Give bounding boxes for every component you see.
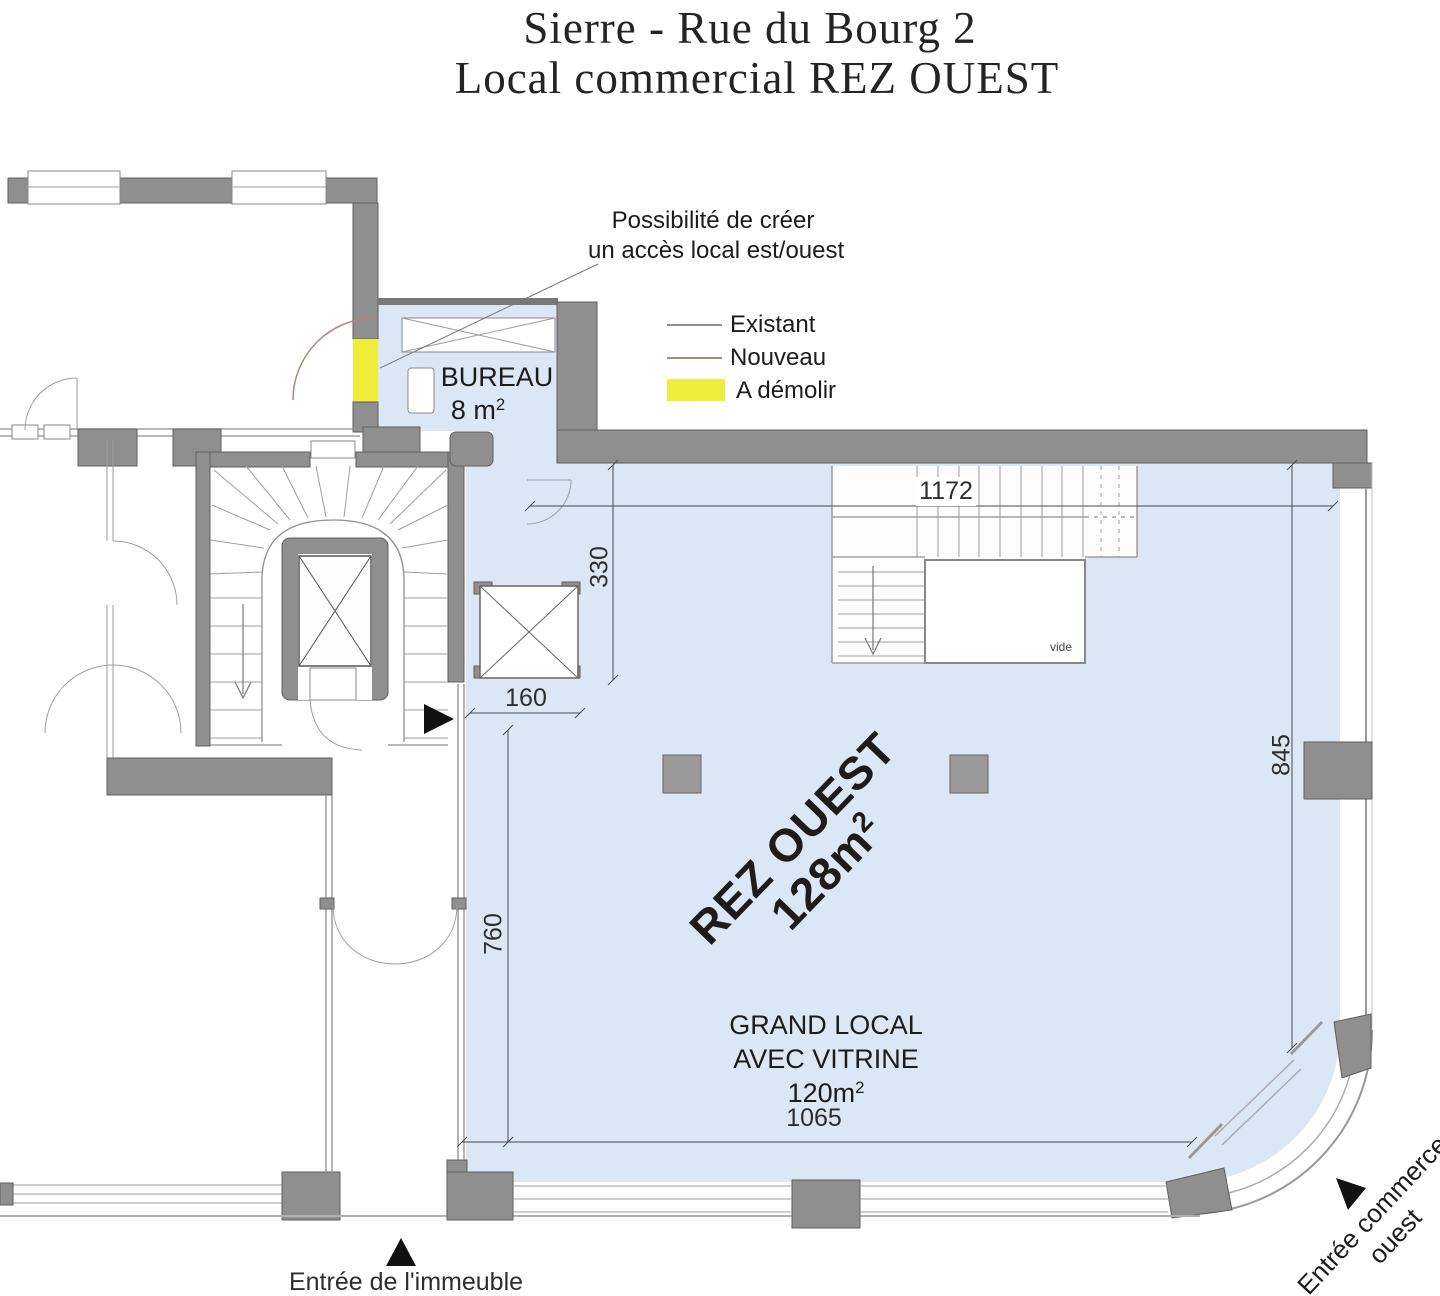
legend-nouveau-label: Nouveau (730, 344, 827, 371)
building-entrance-label: Entrée de l'immeuble (288, 1268, 524, 1296)
access-annotation-line2: un accès local est/ouest (588, 237, 845, 264)
legend-existant-label: Existant (730, 311, 816, 338)
radiator (407, 367, 435, 414)
entrance-pillar (281, 1171, 341, 1221)
grand-local-area: 120m2 (787, 1077, 865, 1109)
annotation-callout-line (379, 263, 599, 369)
upper-staircase (831, 466, 1138, 664)
right-window (1303, 463, 1373, 1030)
commerce-entrance-arrow-icon (1336, 1178, 1366, 1210)
legend-demolir-swatch (667, 379, 725, 401)
grand-local-label: GRAND LOCAL AVEC VITRINE 120m2 (729, 1008, 923, 1110)
bureau-area-label: 8 m2 (450, 395, 506, 426)
legend-demolir-label: A démolir (736, 377, 837, 404)
legend-graphics (379, 263, 725, 401)
rez-ouest-floor (466, 463, 1340, 1182)
stair-direction-arrow (864, 566, 882, 656)
stair-railing (261, 519, 405, 742)
wall-to-demolish (353, 339, 378, 402)
plan-title-line2: Local commercial REZ OUEST (454, 53, 1060, 103)
access-annotation-line1: Possibilité de créer (611, 207, 815, 234)
building-entrance-arrow-icon (386, 1238, 416, 1266)
corner-entrance (1165, 1013, 1373, 1219)
stairwell (195, 431, 494, 751)
dimension-330: 330 (585, 546, 614, 588)
main-room-walls (0, 429, 1373, 1229)
double-door (332, 904, 458, 965)
dimension-760: 760 (479, 913, 508, 955)
dimension-160: 160 (505, 684, 547, 712)
column (949, 754, 989, 794)
column (662, 754, 702, 794)
door (309, 667, 363, 751)
dimension-lines (456, 459, 1339, 1148)
door (24, 377, 78, 431)
dimension-1172: 1172 (916, 477, 976, 506)
door (526, 479, 572, 525)
dimension-845: 845 (1267, 734, 1296, 776)
bureau-area (292, 298, 598, 434)
void-opening (924, 559, 1086, 664)
dimension-1065: 1065 (786, 1104, 842, 1132)
main-room (378, 305, 1340, 1182)
new-access-door (292, 317, 376, 401)
exit-arrow-icon (424, 704, 454, 734)
void-label: vide (1050, 640, 1073, 654)
stair-direction-arrow (234, 604, 252, 700)
corridor (319, 684, 467, 1182)
grand-local-line2: AVEC VITRINE (733, 1043, 919, 1074)
access-annotation: Possibilité de créer un accès local est/… (588, 206, 845, 266)
bureau-label: BUREAU (440, 362, 554, 392)
technical-shaft (473, 581, 581, 679)
bureau-connector-floor (493, 430, 557, 466)
door (44, 664, 182, 734)
vitrine (0, 1159, 1200, 1229)
closet (401, 317, 556, 353)
grand-local-line1: GRAND LOCAL (729, 1009, 923, 1040)
plan-title-line1: Sierre - Rue du Bourg 2 (523, 3, 977, 53)
door (112, 540, 178, 606)
